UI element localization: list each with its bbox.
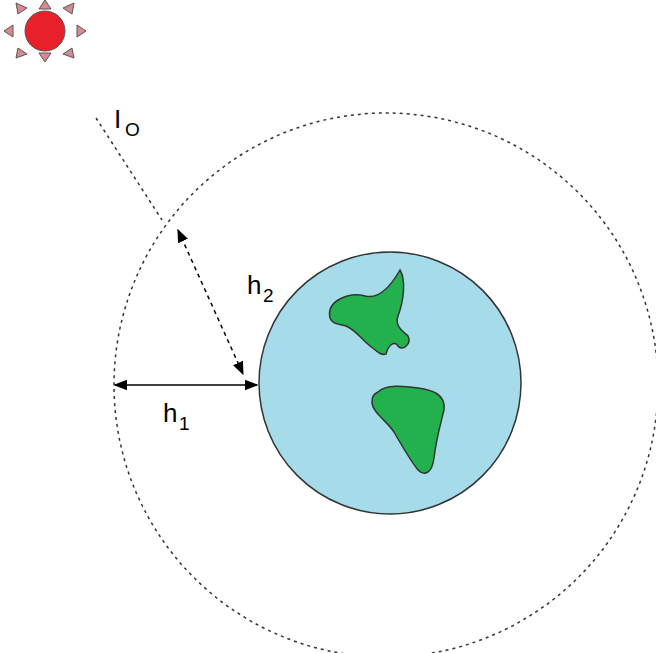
sun <box>4 0 86 62</box>
height-subscript: 1 <box>179 414 190 433</box>
height-symbol: h <box>163 400 177 426</box>
light-path <box>96 118 162 220</box>
height-symbol: h <box>247 272 261 298</box>
earth <box>259 252 521 514</box>
height-subscript: 2 <box>263 286 274 305</box>
continent <box>372 386 444 473</box>
slant-path-arrow <box>178 230 243 374</box>
continent <box>330 270 409 354</box>
height-arrow <box>115 384 257 386</box>
intensity-subscript: O <box>125 120 140 139</box>
intensity-symbol: I <box>114 106 121 132</box>
atmosphere-boundary <box>114 113 656 653</box>
